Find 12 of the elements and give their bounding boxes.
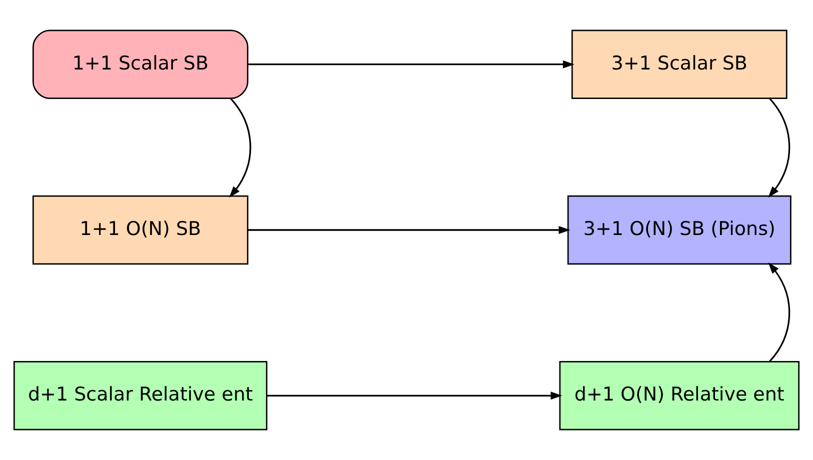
node-box: 3+1 Scalar SB (571, 30, 788, 99)
arrow (229, 98, 252, 198)
arrow (768, 262, 790, 362)
node-box: 1+1 O(N) SB (32, 195, 248, 265)
node-box: 1+1 Scalar SB (32, 30, 248, 99)
arrow (266, 392, 562, 400)
node-box: d+1 O(N) Relative ent (559, 361, 800, 430)
arrow (768, 98, 790, 198)
node-box: 3+1 O(N) SB (Pions) (567, 195, 792, 265)
node-box: d+1 Scalar Relative ent (13, 361, 268, 430)
arrow (248, 226, 570, 234)
arrow (248, 60, 574, 68)
